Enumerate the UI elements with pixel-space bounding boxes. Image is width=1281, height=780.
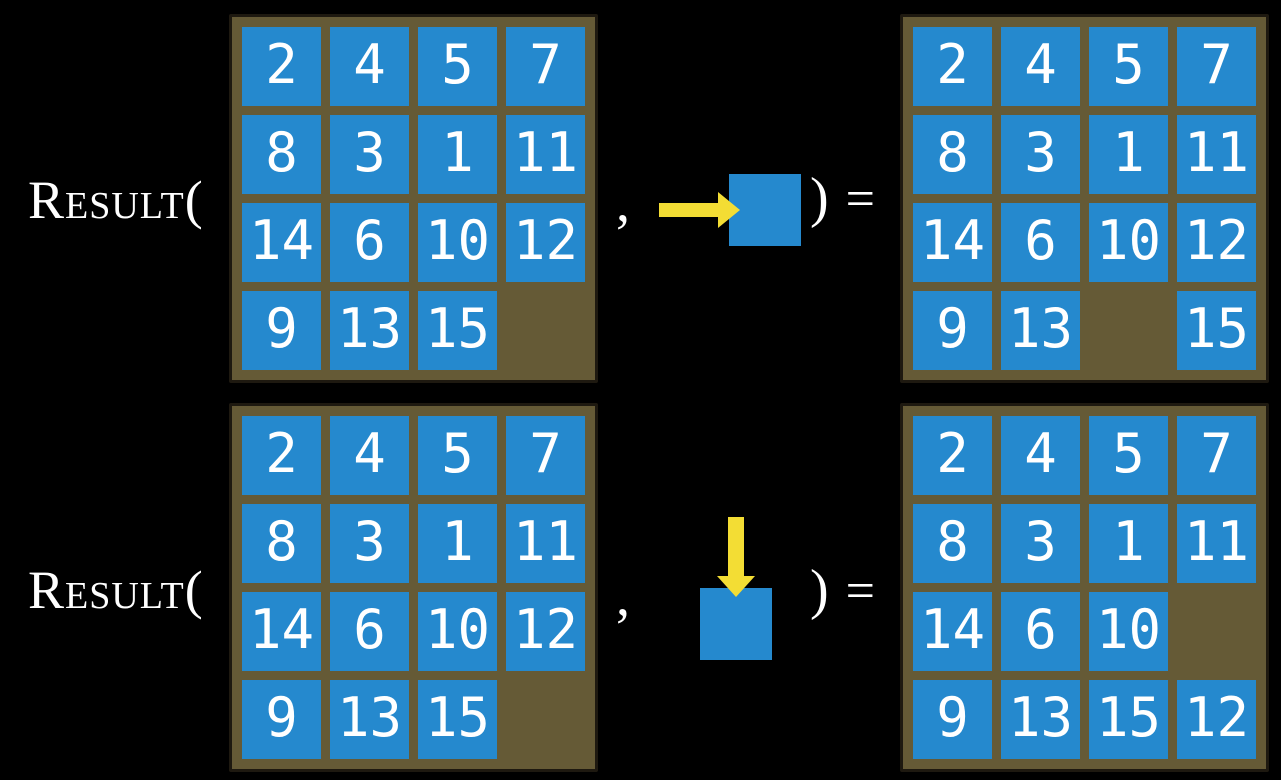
puzzle-tile-7: 7 bbox=[1177, 416, 1256, 495]
puzzle-tile-11: 11 bbox=[1177, 504, 1256, 583]
puzzle-tile-12: 12 bbox=[506, 592, 585, 671]
puzzle-tile-13: 13 bbox=[330, 680, 409, 759]
equals-sign: = bbox=[845, 563, 875, 620]
puzzle-tile-5: 5 bbox=[418, 27, 497, 106]
arrow-down-icon bbox=[717, 517, 755, 597]
puzzle-tile-12: 12 bbox=[506, 203, 585, 282]
puzzle-tile-4: 4 bbox=[330, 416, 409, 495]
puzzle-tile-6: 6 bbox=[330, 592, 409, 671]
puzzle-tile-8: 8 bbox=[242, 504, 321, 583]
empty-cell bbox=[1177, 592, 1256, 671]
result-function-label: Result( bbox=[28, 170, 204, 230]
puzzle-tile-15: 15 bbox=[418, 291, 497, 370]
puzzle-tile-2: 2 bbox=[242, 27, 321, 106]
puzzle-tile-6: 6 bbox=[1001, 592, 1080, 671]
puzzle-tile-3: 3 bbox=[1001, 115, 1080, 194]
puzzle-tile-10: 10 bbox=[418, 592, 497, 671]
puzzle-tile-12: 12 bbox=[1177, 203, 1256, 282]
puzzle-tile-14: 14 bbox=[242, 203, 321, 282]
puzzle-tile-11: 11 bbox=[1177, 115, 1256, 194]
puzzle-tile-9: 9 bbox=[242, 680, 321, 759]
puzzle-tile-14: 14 bbox=[913, 203, 992, 282]
result-function-label: Result( bbox=[28, 560, 204, 620]
puzzle-tile-6: 6 bbox=[1001, 203, 1080, 282]
arrow-right-icon bbox=[659, 192, 740, 228]
puzzle-tile-13: 13 bbox=[1001, 680, 1080, 759]
puzzle-tile-13: 13 bbox=[330, 291, 409, 370]
close-paren: ) bbox=[810, 167, 829, 229]
puzzle-tile-2: 2 bbox=[913, 27, 992, 106]
equals-sign: = bbox=[845, 171, 875, 228]
puzzle-tile-15: 15 bbox=[1177, 291, 1256, 370]
puzzle-tile-8: 8 bbox=[242, 115, 321, 194]
puzzle-tile-15: 15 bbox=[418, 680, 497, 759]
empty-cell bbox=[506, 291, 585, 370]
puzzle-tile-3: 3 bbox=[330, 504, 409, 583]
puzzle-tile-5: 5 bbox=[1089, 416, 1168, 495]
puzzle-tile-4: 4 bbox=[330, 27, 409, 106]
puzzle-tile-14: 14 bbox=[242, 592, 321, 671]
puzzle-tile-12: 12 bbox=[1177, 680, 1256, 759]
puzzle-tile-10: 10 bbox=[1089, 203, 1168, 282]
puzzle-tile-5: 5 bbox=[418, 416, 497, 495]
puzzle-tile-10: 10 bbox=[418, 203, 497, 282]
comma-separator: , bbox=[616, 172, 630, 234]
puzzle-tile-11: 11 bbox=[506, 504, 585, 583]
equation-rhs-symbols: ) = bbox=[810, 165, 875, 235]
puzzle-tile-9: 9 bbox=[913, 291, 992, 370]
puzzle-tile-4: 4 bbox=[1001, 27, 1080, 106]
puzzle-tile-1: 1 bbox=[418, 115, 497, 194]
puzzle-tile-15: 15 bbox=[1089, 680, 1168, 759]
puzzle-tile-14: 14 bbox=[913, 592, 992, 671]
puzzle-tile-5: 5 bbox=[1089, 27, 1168, 106]
action-tile-swatch bbox=[729, 174, 801, 246]
puzzle-tile-1: 1 bbox=[1089, 504, 1168, 583]
puzzle-tile-3: 3 bbox=[1001, 504, 1080, 583]
puzzle-tile-7: 7 bbox=[506, 416, 585, 495]
close-paren: ) bbox=[810, 559, 829, 621]
puzzle-tile-1: 1 bbox=[1089, 115, 1168, 194]
empty-cell bbox=[1089, 291, 1168, 370]
puzzle-tile-10: 10 bbox=[1089, 592, 1168, 671]
puzzle-tile-3: 3 bbox=[330, 115, 409, 194]
puzzle-tile-2: 2 bbox=[913, 416, 992, 495]
puzzle-tile-7: 7 bbox=[506, 27, 585, 106]
puzzle-tile-9: 9 bbox=[913, 680, 992, 759]
puzzle-tile-4: 4 bbox=[1001, 416, 1080, 495]
puzzle-tile-6: 6 bbox=[330, 203, 409, 282]
puzzle-tile-1: 1 bbox=[418, 504, 497, 583]
puzzle-tile-8: 8 bbox=[913, 504, 992, 583]
equation-rhs-symbols: ) = bbox=[810, 557, 875, 627]
puzzle-tile-7: 7 bbox=[1177, 27, 1256, 106]
puzzle-tile-11: 11 bbox=[506, 115, 585, 194]
comma-separator: , bbox=[616, 566, 630, 628]
puzzle-tile-8: 8 bbox=[913, 115, 992, 194]
action-tile-swatch bbox=[700, 588, 772, 660]
puzzle-tile-9: 9 bbox=[242, 291, 321, 370]
puzzle-tile-13: 13 bbox=[1001, 291, 1080, 370]
puzzle-tile-2: 2 bbox=[242, 416, 321, 495]
empty-cell bbox=[506, 680, 585, 759]
